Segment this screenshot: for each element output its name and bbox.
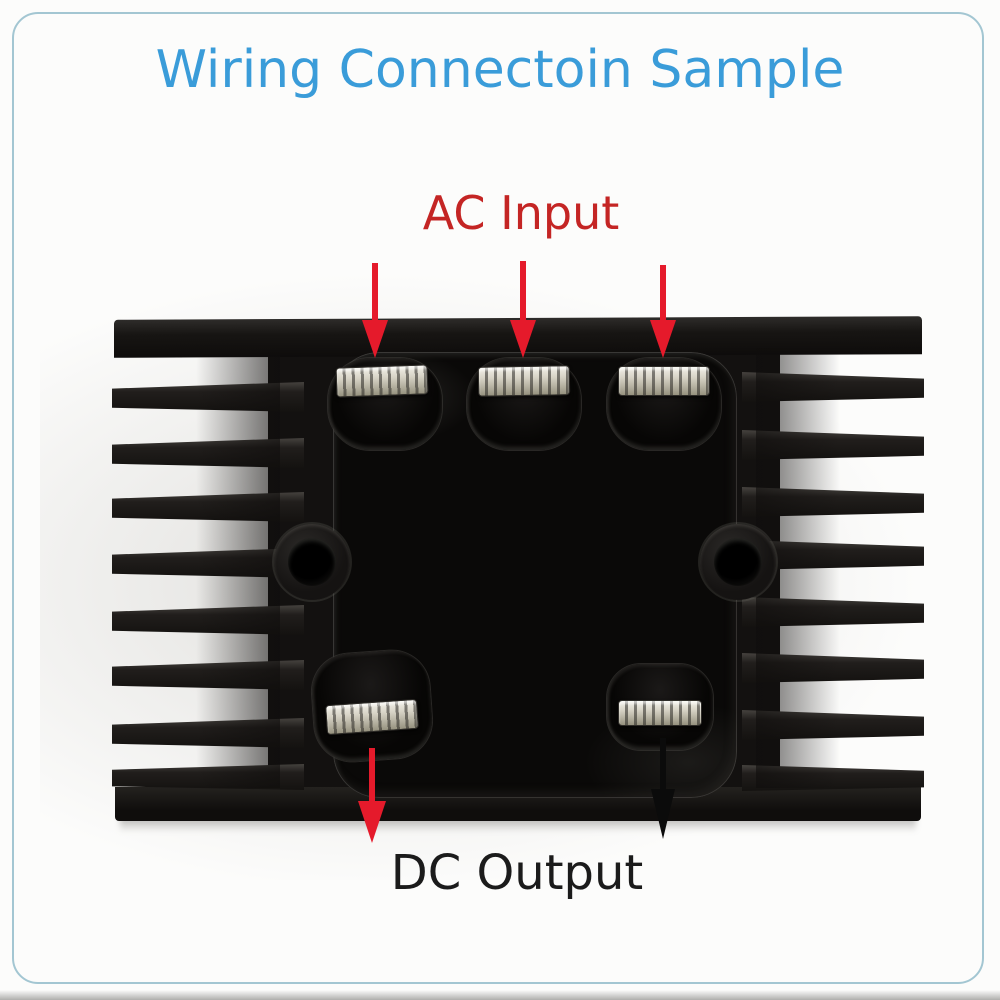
arrow-head bbox=[362, 320, 388, 358]
heatsink-fin-right bbox=[742, 487, 924, 517]
rectifier-heatsink-device bbox=[112, 316, 924, 832]
heatsink-fin-right bbox=[742, 653, 924, 683]
arrow-head bbox=[358, 801, 386, 843]
ac-terminal-lug-1 bbox=[335, 364, 429, 398]
arrow-shaft bbox=[520, 261, 526, 320]
mounting-hole-left bbox=[288, 538, 336, 586]
dc-output-arrow-red bbox=[358, 748, 386, 843]
heatsink-fin-left bbox=[112, 764, 304, 790]
ac-terminal-lug-3 bbox=[618, 366, 710, 396]
mounting-hole-right bbox=[714, 538, 762, 586]
ac-input-arrow-middle bbox=[510, 261, 536, 358]
arrow-shaft bbox=[369, 748, 375, 801]
arrow-head bbox=[650, 320, 676, 358]
dc-output-label: DC Output bbox=[390, 845, 644, 901]
heatsink-fin-left bbox=[112, 660, 304, 690]
heatsink-fin-right bbox=[742, 710, 924, 740]
arrow-shaft bbox=[372, 263, 378, 320]
photo-bottom-edge-shade bbox=[0, 990, 1000, 1000]
heatsink-fin-right bbox=[742, 372, 924, 402]
ac-input-arrow-left bbox=[362, 263, 388, 358]
heatsink-fin-left bbox=[112, 492, 304, 522]
heatsink-fin-right bbox=[742, 430, 924, 460]
dc-terminal-lug-left bbox=[325, 698, 419, 736]
heatsink-fin-left bbox=[112, 718, 304, 748]
heatsink-fin-left bbox=[112, 438, 304, 468]
arrow-head bbox=[510, 320, 536, 358]
arrow-shaft bbox=[660, 265, 666, 320]
arrow-shaft bbox=[660, 738, 666, 789]
heatsink-fin-right bbox=[742, 597, 924, 627]
heatsink-fin-left bbox=[112, 605, 304, 635]
image-border-frame bbox=[12, 12, 984, 984]
ac-input-label: AC Input bbox=[422, 186, 620, 240]
ac-terminal-lug-2 bbox=[477, 365, 571, 397]
ac-input-arrow-right bbox=[650, 265, 676, 358]
heatsink-fin-right bbox=[742, 765, 924, 791]
dc-terminal-lug-right bbox=[618, 700, 702, 726]
page-title: Wiring Connectoin Sample bbox=[155, 40, 845, 100]
heatsink-fin-left bbox=[112, 382, 304, 412]
arrow-head bbox=[651, 789, 675, 839]
dc-output-arrow-black bbox=[651, 738, 675, 839]
